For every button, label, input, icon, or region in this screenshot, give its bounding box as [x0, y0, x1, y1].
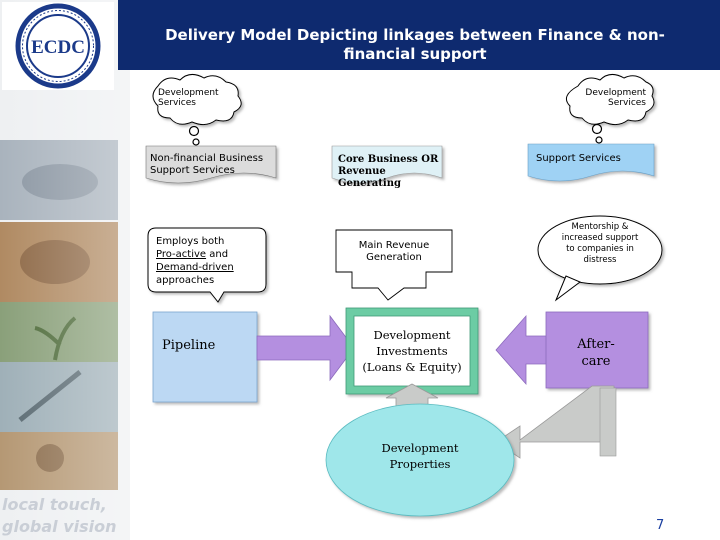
aftercare-label: After- care: [566, 336, 626, 370]
tagline-line-2: global vision: [2, 517, 117, 536]
left-photo-strip: [0, 0, 130, 540]
pipeline-label: Pipeline: [162, 338, 216, 353]
approach-demand: Demand-driven: [156, 262, 234, 273]
arrow-aftercare-to-investments: [495, 314, 549, 386]
properties-ellipse: [325, 403, 515, 517]
core-business-line-1: Core Business OR: [338, 154, 439, 165]
dev-services-cloud-left: [152, 74, 242, 126]
title-bar: [118, 0, 720, 70]
mentorship-callout-tail: [554, 275, 581, 302]
page-number: 7: [656, 518, 665, 533]
core-business-label: Core Business OR Revenue Generating: [338, 154, 442, 190]
approach-and: and: [206, 249, 229, 260]
dev-services-label-left: Development Services: [158, 88, 219, 108]
non-financial-label: Non-financial Business Support Services: [150, 153, 264, 176]
mentorship-label: Mentorship & increased support to compan…: [546, 222, 654, 266]
main-revenue-arrow: [335, 229, 453, 301]
pipeline-box: [152, 311, 258, 403]
main-revenue-label: Main Revenue Generation: [338, 240, 450, 264]
mentorship-line-2: increased support: [561, 233, 639, 243]
mentorship-line-1: Mentorship &: [571, 222, 629, 232]
properties-label: Development Properties: [364, 440, 476, 472]
arrow-pipeline-to-investments: [256, 314, 355, 382]
tagline: local touch, global vision: [2, 494, 132, 538]
investments-line-2: Investments: [376, 344, 448, 358]
ecdc-logo: ECDC: [2, 2, 114, 90]
properties-line-1: Development: [381, 441, 459, 455]
main-revenue-line-1: Main Revenue: [358, 240, 430, 251]
cloud-bubble-left-2: [192, 138, 200, 146]
aftercare-line-1: After-: [577, 337, 615, 352]
mentorship-line-3: to companies in: [566, 244, 634, 254]
cloud-bubble-right-1: [591, 123, 603, 135]
aftercare-box: [545, 311, 649, 389]
cloud-bubble-left-1: [188, 125, 200, 137]
logo-text: ECDC: [31, 37, 85, 58]
approach-proactive: Pro-active: [156, 249, 207, 260]
core-business-card: [331, 145, 443, 184]
dev-services-label-right: Development Services: [585, 88, 646, 108]
core-business-line-2: Revenue Generating: [338, 166, 401, 189]
support-services-card: [527, 143, 655, 182]
investments-line-3: (Loans & Equity): [362, 360, 462, 374]
title-line-1: Delivery Model Depicting linkages betwee…: [165, 26, 665, 44]
page-title: Delivery Model Depicting linkages betwee…: [130, 26, 700, 64]
arrow-aftercare-to-properties: [495, 385, 615, 459]
investments-box-inner: [353, 315, 471, 387]
tagline-line-1: local touch,: [2, 495, 107, 514]
properties-line-2: Properties: [389, 457, 451, 471]
title-line-2: financial support: [343, 45, 487, 63]
mentorship-line-4: distress: [583, 255, 617, 265]
approach-line-1: Employs both: [156, 236, 225, 247]
aftercare-line-2: care: [581, 354, 611, 369]
investments-label: Development Investments (Loans & Equity): [356, 327, 468, 375]
main-revenue-line-2: Generation: [366, 252, 422, 263]
approach-line-4: approaches: [156, 275, 215, 286]
support-services-label: Support Services: [536, 153, 621, 164]
approach-label: Employs both Pro-active and Demand-drive…: [156, 235, 264, 287]
non-financial-card: [145, 145, 277, 184]
investments-line-1: Development: [373, 328, 451, 342]
cloud-bubble-right-2: [595, 136, 603, 144]
dev-services-cloud-right: [565, 74, 655, 126]
mentorship-callout: [537, 215, 663, 285]
approach-callout: [147, 227, 267, 303]
